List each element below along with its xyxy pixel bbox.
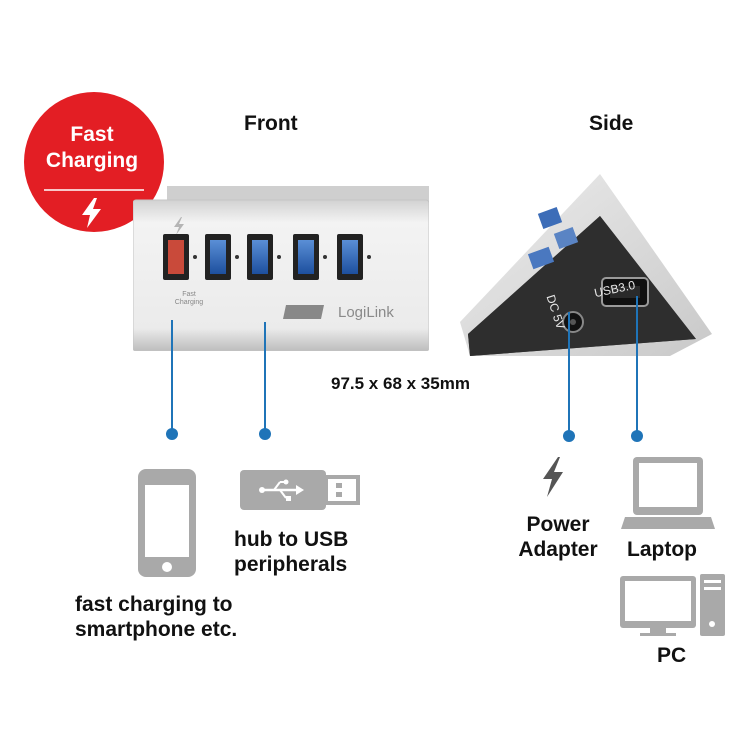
fast-port-caption: Fast Charging <box>164 291 214 307</box>
smartphone-icon <box>138 469 196 577</box>
fast-charging-label: fast charging to smartphone etc. <box>75 592 237 642</box>
badge-line1: Fast <box>70 123 114 146</box>
fast-label-line2: smartphone etc. <box>75 618 238 641</box>
fast-port-caption-line2: Charging <box>174 299 204 306</box>
dimensions-text: 97.5 x 68 x 35mm <box>331 374 470 393</box>
badge-line2: Charging <box>45 149 139 172</box>
front-heading: Front <box>244 112 298 135</box>
usb3-dot <box>631 430 643 442</box>
hub-front-image <box>133 186 429 351</box>
usb-stick-icon <box>240 470 360 510</box>
fast-port-caption-line1: Fast <box>182 291 196 298</box>
usb-ports-dot <box>259 428 271 440</box>
lightning-icon <box>82 198 101 228</box>
hub-peripherals-label: hub to USB peripherals <box>234 527 348 577</box>
laptop-icon <box>621 457 715 529</box>
power-adapter-label: Power Adapter <box>512 512 604 562</box>
hub-label-line2: peripherals <box>234 553 348 576</box>
laptop-label: Laptop <box>627 538 697 561</box>
fast-port-dot <box>166 428 178 440</box>
fast-label-line1: fast charging to <box>75 593 233 616</box>
power-label-line2: Adapter <box>518 538 598 561</box>
side-heading: Side <box>589 112 634 135</box>
brand-logo: LogiLink <box>338 304 394 321</box>
pc-label: PC <box>657 644 687 667</box>
pc-icon <box>620 574 725 636</box>
power-lightning-icon <box>543 457 563 497</box>
hub-side-image <box>460 174 712 356</box>
power-label-line1: Power <box>526 513 590 536</box>
dc-dot <box>563 430 575 442</box>
hub-label-line1: hub to USB <box>234 528 349 551</box>
